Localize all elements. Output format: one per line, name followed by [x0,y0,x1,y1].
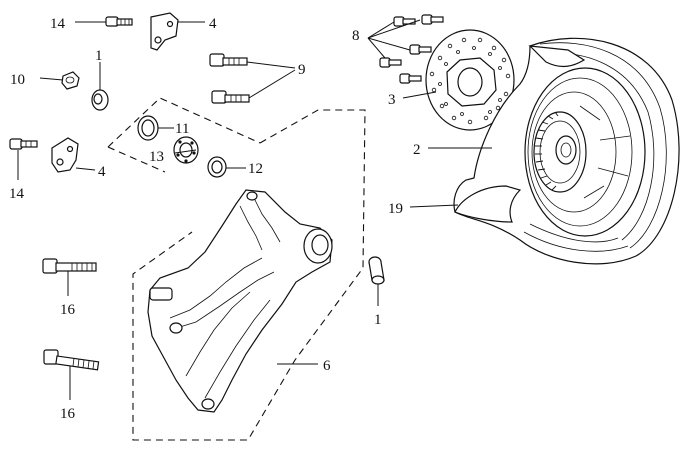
ring-part-12 [207,156,227,178]
callout-10: 10 [10,72,25,88]
bolt-part-14-top [105,16,133,27]
bracket-part-4-top [150,12,179,51]
bearing-part-13 [173,136,199,164]
callout-4-lower: 4 [98,164,106,180]
bolt-part-9-upper [209,53,248,67]
bolt-part-9-lower [211,90,250,104]
brake-disc-part-3 [425,29,515,131]
bolt-part-8-d [379,57,402,68]
callout-2: 2 [413,142,421,158]
callout-19: 19 [388,201,403,217]
bolt-part-8-e [399,73,422,84]
bolt-part-16-upper [42,258,97,274]
bolt-part-8-a [393,16,416,27]
callout-9: 9 [298,62,306,78]
callout-8: 8 [352,28,360,44]
seal-part-11 [137,115,159,141]
callout-13: 13 [149,149,164,165]
wheel-rim-part-2 [524,67,646,237]
bolt-part-14-lower [9,138,38,150]
callout-14-top: 14 [50,16,66,32]
bracket-part-4-lower [51,137,79,173]
callout-14-lower: 14 [9,186,25,202]
callout-11: 11 [175,121,189,137]
collar-part-1-top [91,89,109,111]
callout-1-right: 1 [374,312,382,328]
callout-1-top: 1 [95,48,103,64]
assembly-dashed-outline [107,97,366,441]
callout-labels: 14 4 1 10 9 11 13 12 14 4 16 16 6 1 8 3 … [9,16,421,422]
callout-6: 6 [323,358,331,374]
callout-12: 12 [248,161,263,177]
callout-3: 3 [388,92,396,108]
callout-4-top: 4 [209,16,217,32]
swing-arm-part-6 [147,189,333,413]
callout-16-lower: 16 [60,406,76,422]
bolt-part-8-b [421,14,444,25]
callout-16-upper: 16 [60,302,76,318]
bolt-part-8-c [409,44,432,55]
collar-part-1-right [368,256,385,285]
bolt-part-16-lower [43,349,100,371]
nut-part-10 [61,71,80,90]
leader-lines [17,19,492,400]
